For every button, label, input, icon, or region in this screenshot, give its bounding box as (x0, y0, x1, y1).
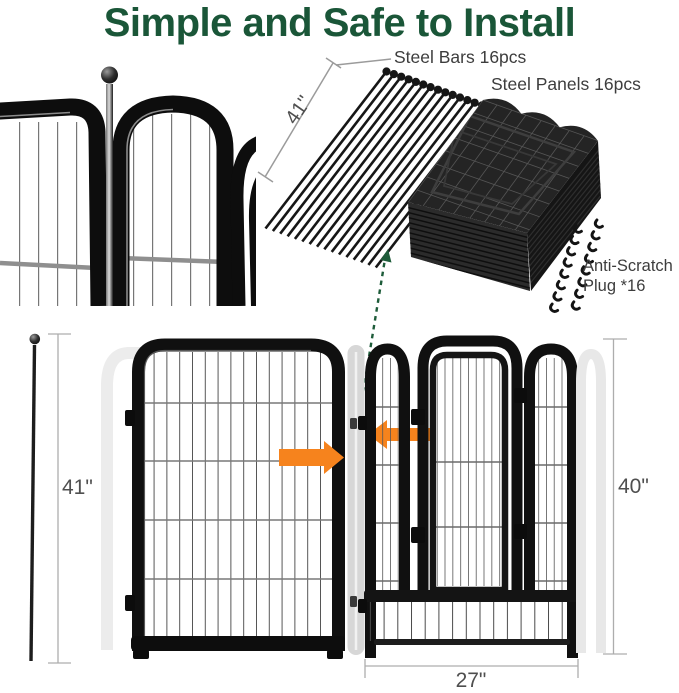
crossbar (120, 255, 226, 265)
left-fence-panel (125, 338, 345, 659)
door-outer-frame (417, 335, 523, 597)
hinge-tab (125, 410, 135, 426)
panel-foot (327, 650, 343, 659)
left-height-dimension-label: 41" (62, 476, 93, 499)
steel-panels-stack (408, 98, 601, 291)
door-hinge (411, 409, 425, 425)
rod-ball-finial (101, 66, 118, 84)
hinge-tab (358, 416, 367, 430)
label-leader-line (335, 58, 392, 66)
ghost-panel-left (101, 347, 142, 650)
hinge-tab (358, 599, 367, 613)
door-latch (514, 524, 527, 539)
connector-rod-with-ball (101, 66, 118, 306)
arrowhead-up-icon (380, 249, 392, 263)
anti-scratch-label-line2: Plug *16 (583, 276, 646, 295)
anti-scratch-plug-label: Anti-Scratch Plug *16 (583, 257, 679, 296)
ghost-panel-right (576, 348, 606, 653)
left-arch-frame (0, 98, 108, 306)
corner-bar (29, 333, 41, 662)
right-height-dimension (603, 338, 627, 655)
door-hinge (411, 527, 425, 543)
door-inner-frame (429, 351, 509, 594)
crossbar (0, 260, 97, 271)
partial-arch-frame (230, 136, 256, 306)
bars-length-dimension (257, 57, 392, 183)
left-arch-frame (365, 343, 410, 658)
panel-foot (133, 650, 149, 659)
gate-bottom-rail (364, 590, 579, 602)
gate-lower-rail (374, 639, 570, 645)
steel-bars-stack (264, 67, 501, 269)
right-arch-frame (112, 95, 234, 306)
fence-panels-photo (0, 95, 256, 306)
right-arch-frame (524, 343, 578, 658)
steel-bars-label: Steel Bars 16pcs (394, 47, 527, 67)
gate-width-dimension-label: 27" (455, 669, 487, 692)
right-height-dimension-label: 40" (618, 475, 649, 498)
push-arrow-right-icon (279, 441, 344, 474)
page-title: Simple and Safe to Install (103, 1, 576, 45)
hinge-tab (125, 595, 135, 611)
panel-bottom-rail (131, 636, 345, 651)
door-latch (514, 388, 527, 403)
anti-scratch-label-line1: Anti-Scratch (583, 257, 673, 275)
steel-panels-label: Steel Panels 16pcs (491, 74, 641, 94)
panel-frame (132, 338, 345, 651)
bar-ball-finial (29, 333, 41, 345)
gate-width-dimension (364, 659, 579, 678)
left-height-dimension (48, 333, 71, 664)
gate-panel (358, 335, 585, 658)
